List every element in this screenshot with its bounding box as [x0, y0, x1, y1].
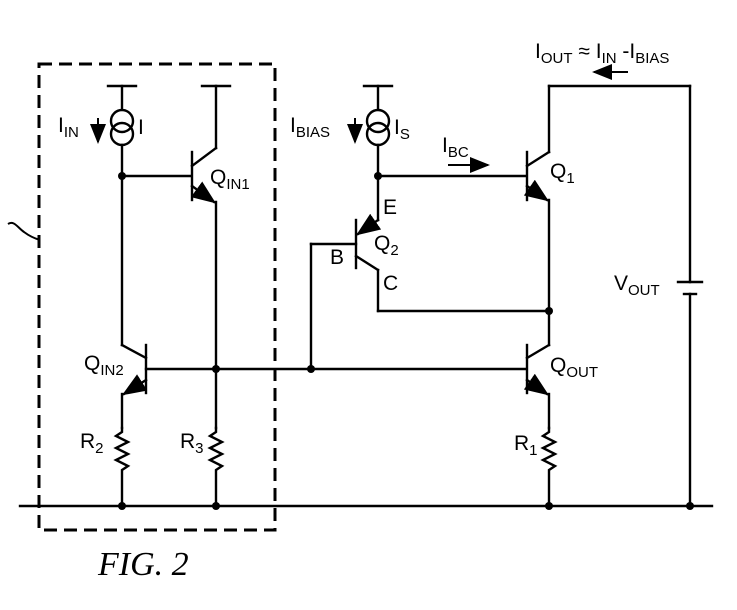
junction-dot: [686, 502, 694, 510]
battery-icon: [676, 280, 704, 296]
junction-dot: [118, 502, 126, 510]
junction-dot: [212, 502, 220, 510]
current-source-icon: [365, 108, 391, 147]
dashed-boundary-box: [37, 62, 277, 532]
label-qout: QOUT: [550, 354, 598, 381]
label-q2: Q2: [374, 232, 399, 259]
junction-dot: [545, 502, 553, 510]
resistor-icon: [113, 426, 131, 508]
current-source-icon: [109, 108, 135, 147]
npn-transistor-icon: [523, 150, 551, 202]
label-ibc: IBC: [442, 134, 469, 161]
label-i-source: I: [138, 116, 144, 139]
label-q1: Q1: [550, 160, 575, 187]
label-is: IS: [394, 116, 410, 143]
figure-caption: FIG. 2: [97, 546, 189, 583]
squiggle-leader-icon: [7, 222, 41, 241]
resistor-icon: [540, 426, 558, 508]
label-q2-emitter: E: [383, 196, 397, 219]
label-qin1: QIN1: [210, 166, 250, 193]
label-qin2: QIN2: [84, 352, 124, 379]
label-q2-collector: C: [383, 272, 398, 295]
label-q2-base: B: [330, 246, 344, 269]
label-r3: R3: [180, 430, 204, 457]
label-iout-equation: IOUT ≈ IIN -IBIAS: [535, 40, 669, 67]
npn-transistor-icon: [120, 343, 148, 396]
resistor-icon: [207, 426, 225, 508]
npn-transistor-icon: [523, 343, 551, 396]
label-r2: R2: [80, 430, 104, 457]
label-r1: R1: [514, 432, 538, 459]
npn-transistor-icon: [190, 146, 218, 204]
label-iin: IIN: [58, 114, 79, 141]
label-ibias: IBIAS: [290, 114, 330, 141]
junction-dot: [545, 307, 553, 315]
label-vout: VOUT: [614, 272, 660, 299]
